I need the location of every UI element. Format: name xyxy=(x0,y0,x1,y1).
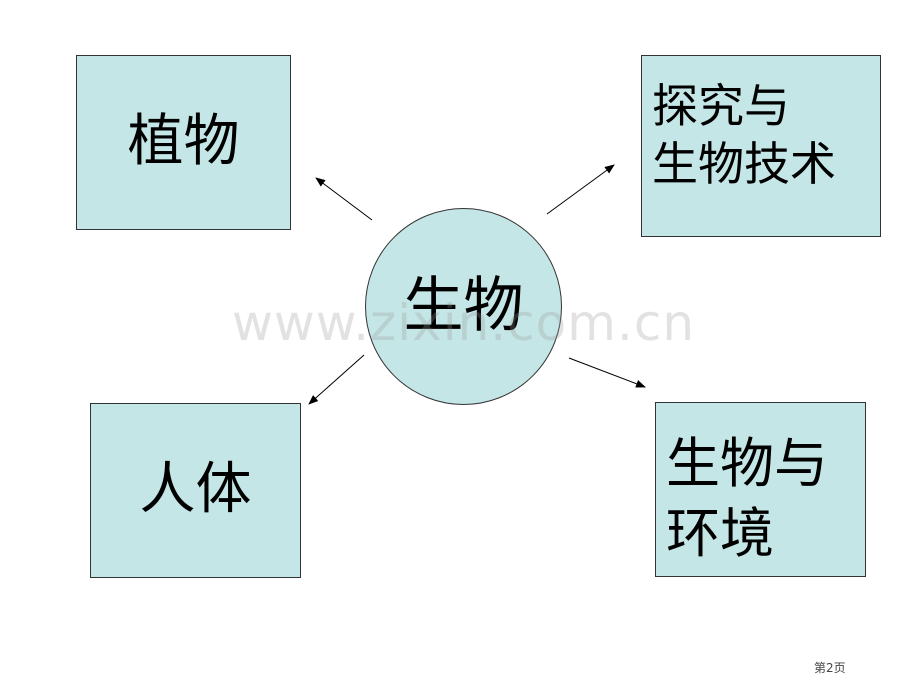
arrow-to-environment xyxy=(568,357,646,388)
node-environment-line1: 生物与 xyxy=(666,432,828,495)
arrow-to-plants xyxy=(315,177,373,221)
arrow-to-human xyxy=(308,354,365,405)
arrow-to-inquiry xyxy=(546,164,615,215)
node-inquiry-biotech: 探究与 生物技术 xyxy=(641,55,881,237)
node-plants: 植物 xyxy=(76,55,291,230)
node-human-label: 人体 xyxy=(139,457,252,523)
center-node-biology: 生物 xyxy=(365,208,562,405)
node-human-body: 人体 xyxy=(90,403,301,578)
node-environment-line2: 环境 xyxy=(666,502,774,566)
node-inquiry-line1: 探究与 xyxy=(652,79,790,133)
node-inquiry-line2: 生物技术 xyxy=(652,136,836,191)
node-organisms-environment: 生物与 环境 xyxy=(655,402,866,577)
center-node-label: 生物 xyxy=(403,271,524,341)
node-plants-label: 植物 xyxy=(127,109,240,175)
page-number: 第2页 xyxy=(814,661,846,675)
